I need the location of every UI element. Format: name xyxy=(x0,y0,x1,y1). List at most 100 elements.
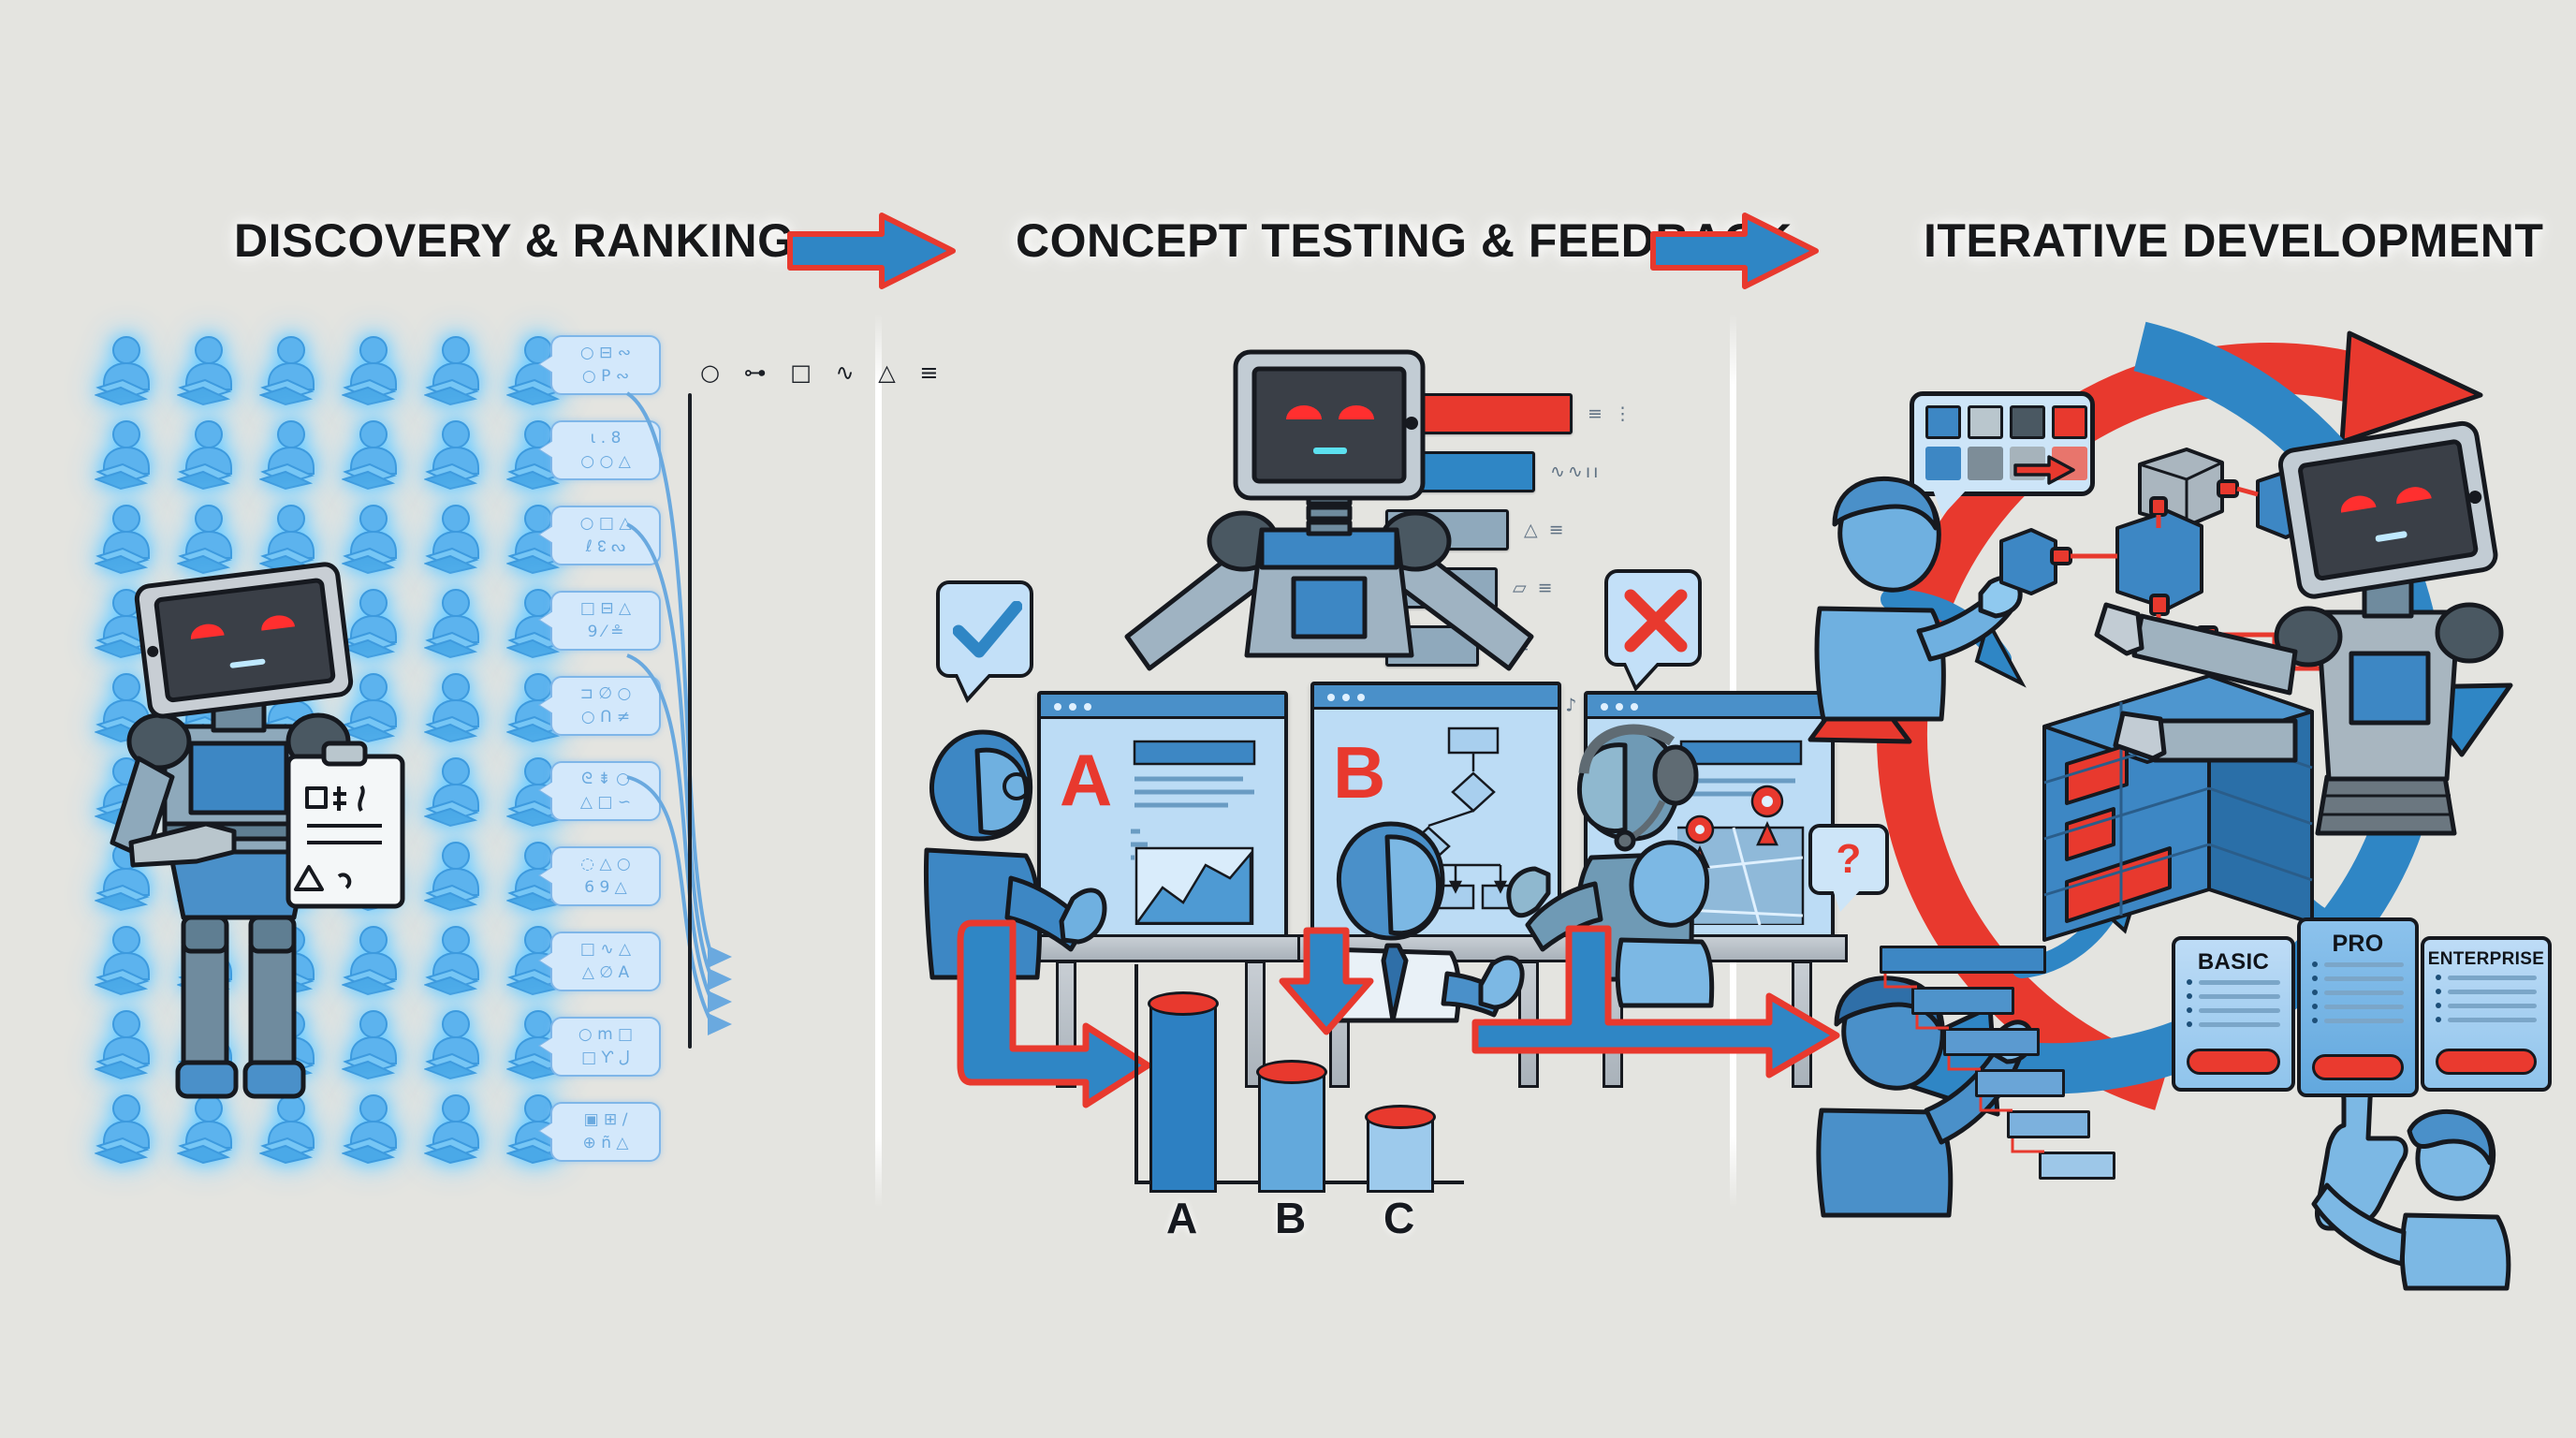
bullet-icon xyxy=(2436,1017,2441,1022)
feature-text-placeholder xyxy=(2199,993,2280,999)
bullet-icon xyxy=(2187,979,2192,985)
pricing-feature-item xyxy=(2187,979,2280,985)
concept-bar-label: B xyxy=(1275,1194,1307,1242)
backlog-bar xyxy=(2039,1152,2115,1180)
bubble-glyph-row: ○ P ∾ xyxy=(581,367,630,386)
bubble-glyph-row: ○ m □ xyxy=(578,1025,634,1044)
cylinder-body xyxy=(1149,1004,1217,1193)
bullet-icon xyxy=(2312,976,2318,981)
bubble-glyph-row: 6 9 △ xyxy=(584,878,627,897)
persona-icon xyxy=(336,917,418,1002)
check-icon xyxy=(953,601,1022,658)
board-title-bar-a xyxy=(1041,695,1284,719)
board-a-graphics xyxy=(1131,740,1256,925)
backlog-bar xyxy=(1880,946,2046,974)
backlog-bar xyxy=(1911,987,2015,1015)
pricing-feature-item xyxy=(2436,1017,2537,1022)
bubble-glyph-row: ○ Ո ≠ xyxy=(580,708,631,726)
feedback-bubble: ○ ⊟ ∾ ○ P ∾ xyxy=(550,335,661,395)
pricing-feature-list xyxy=(2312,961,2404,1032)
persona-icon xyxy=(418,917,501,1002)
concept-bar-b xyxy=(1256,1059,1327,1193)
feature-text-placeholder xyxy=(2448,975,2537,980)
board-leg-a2 xyxy=(1245,961,1266,1088)
bubble-glyph-row: ○ ⊟ ∾ xyxy=(579,344,632,362)
persona-icon xyxy=(336,580,418,665)
bullet-icon xyxy=(2312,990,2318,995)
board-dot xyxy=(1069,703,1076,711)
rank-chart-label: ▱ ≡ xyxy=(1513,578,1556,598)
persona-icon xyxy=(254,412,336,496)
persona-icon xyxy=(89,1086,171,1170)
rank-chart-header: ○ ⊶ □ ∿ △ ≡ xyxy=(700,360,947,386)
panel-divider-1 xyxy=(875,314,882,1208)
pricing-cta-button[interactable] xyxy=(2312,1054,2404,1080)
rank-chart-axis xyxy=(688,393,692,1049)
pricing-feature-item xyxy=(2312,976,2404,981)
bullet-icon xyxy=(2436,1003,2441,1008)
bubble-glyph-row: ○ ○ △ xyxy=(580,452,631,471)
pricing-cta-button[interactable] xyxy=(2436,1049,2537,1075)
feature-text-placeholder xyxy=(2324,976,2404,981)
feature-text-placeholder xyxy=(2448,1017,2537,1022)
persona-icon xyxy=(89,1002,171,1086)
feedback-bubble: ◌ △ ○ 6 9 △ xyxy=(550,846,661,906)
bubble-glyph-row: ι . 8 xyxy=(590,429,622,448)
board-letter-b: B xyxy=(1333,731,1386,814)
board-dot xyxy=(1357,694,1365,701)
persona-icon xyxy=(89,328,171,412)
rank-chart-label: ∿∿ıı xyxy=(1550,462,1602,482)
bubble-glyph-row: ○ □ △ xyxy=(579,514,632,533)
board-letter-a: A xyxy=(1060,739,1113,821)
bullet-icon xyxy=(2436,989,2441,994)
palette-swatch xyxy=(1968,447,2003,480)
bubble-glyph-row: 9 ⁄ ≗ xyxy=(587,623,624,641)
rank-chart-label: △ ≡ xyxy=(1524,520,1567,540)
stakeholder-selecting-plan xyxy=(2311,1108,2511,1291)
persona-icon xyxy=(254,1086,336,1170)
pricing-card-enterprise[interactable]: ENTERPRISE xyxy=(2421,936,2552,1092)
persona-icon xyxy=(171,1086,254,1170)
persona-icon xyxy=(336,496,418,580)
feedback-bubble: ᘓ ⇟ ○△ □ ∽ xyxy=(550,761,661,821)
persona-icon xyxy=(336,665,418,749)
persona-icon xyxy=(501,749,583,833)
feedback-bubble: □ ⊟ △ 9 ⁄ ≗ xyxy=(550,591,661,651)
pricing-feature-list xyxy=(2187,979,2280,1035)
cylinder-cap xyxy=(1365,1105,1436,1130)
phase-title-discovery: DISCOVERY & RANKING xyxy=(234,214,795,267)
persona-icon xyxy=(171,496,254,580)
persona-icon xyxy=(89,917,171,1002)
persona-icon xyxy=(254,328,336,412)
feature-text-placeholder xyxy=(2199,979,2280,985)
cylinder-body xyxy=(1367,1117,1434,1193)
bullet-icon xyxy=(2312,1018,2318,1023)
backlog-bar xyxy=(1943,1028,2041,1056)
bubble-glyph-row: ◌ △ ○ xyxy=(580,855,631,873)
bubble-glyph-row: □ ⊟ △ xyxy=(579,599,632,618)
bubble-glyph-row: □ Ƴ ل xyxy=(581,1049,630,1067)
feature-text-placeholder xyxy=(2324,1004,2404,1009)
approve-bubble xyxy=(936,580,1033,703)
feature-text-placeholder xyxy=(2324,961,2404,967)
tee-arrow-out-icon xyxy=(1471,925,1840,1078)
feedback-bubble: ⊐ ∅ ○○ Ո ≠ xyxy=(550,676,661,736)
persona-icon xyxy=(418,1002,501,1086)
backlog-connectors xyxy=(1883,974,2044,1153)
persona-icon xyxy=(89,496,171,580)
pricing-card-basic[interactable]: BASIC xyxy=(2172,936,2295,1092)
board-dot xyxy=(1342,694,1350,701)
concept-bar-a xyxy=(1148,991,1219,1193)
question-bubble: ? xyxy=(1808,824,1889,912)
pricing-card-pro[interactable]: PRO xyxy=(2297,917,2419,1097)
cylinder-cap xyxy=(1256,1059,1327,1084)
stakeholder-pointing-top xyxy=(1814,476,2023,722)
clipboard-icon xyxy=(285,741,405,909)
bubble-glyph-row: ᘓ ⇟ ○ xyxy=(581,770,630,788)
persona-icon xyxy=(418,665,501,749)
pricing-feature-item xyxy=(2312,1004,2404,1009)
feedback-bubble: ○ m □ □ Ƴ ل xyxy=(550,1017,661,1077)
palette-swatch xyxy=(1925,405,1961,439)
pricing-cta-button[interactable] xyxy=(2187,1049,2280,1075)
